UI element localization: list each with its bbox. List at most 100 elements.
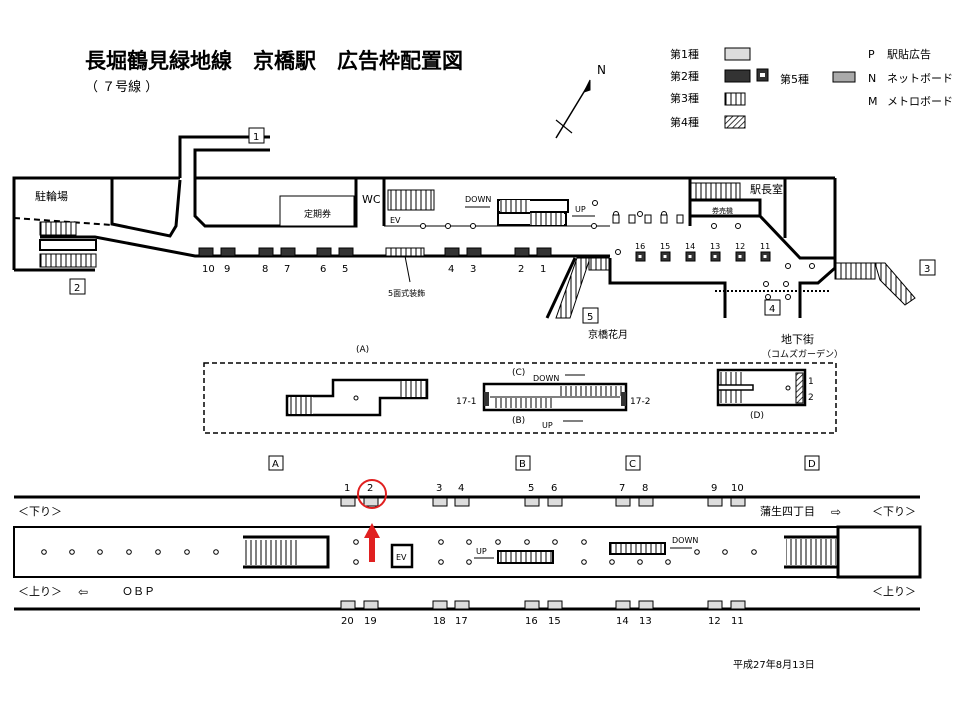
panel-7[interactable] bbox=[615, 497, 631, 507]
panel-9[interactable] bbox=[707, 497, 723, 507]
panel-10[interactable] bbox=[730, 497, 746, 507]
type3-panel-icon bbox=[724, 92, 746, 106]
panel-number: 5 bbox=[528, 483, 534, 494]
bench bbox=[694, 549, 700, 555]
down-left-label: ＜下り＞ bbox=[18, 505, 62, 518]
station-master-label: 駅長室 bbox=[750, 182, 783, 196]
comz-garden-label: （コムズガーデン） bbox=[762, 348, 843, 360]
pillar bbox=[765, 294, 771, 300]
type2-panel-icon bbox=[724, 69, 751, 83]
panel-number: 20 bbox=[341, 616, 354, 627]
left-arrow-icon: ⇦ bbox=[78, 585, 88, 599]
panel-2[interactable] bbox=[363, 497, 379, 507]
panel-3[interactable] bbox=[432, 497, 448, 507]
panel-4 bbox=[444, 247, 460, 257]
bench bbox=[69, 549, 75, 555]
panel-number: 8 bbox=[262, 264, 268, 275]
netboard-icon bbox=[832, 71, 856, 83]
ticket-gate bbox=[644, 214, 652, 224]
panel-number: 18 bbox=[433, 616, 446, 627]
panel-number: 4 bbox=[458, 483, 464, 494]
panel-6[interactable] bbox=[547, 497, 563, 507]
panel-11[interactable] bbox=[730, 600, 746, 610]
page-title: 長堀鶴見緑地線 京橋駅 広告枠配置図 bbox=[85, 49, 463, 73]
panel-number: 7 bbox=[619, 483, 625, 494]
bench bbox=[353, 539, 359, 545]
up-label: UP bbox=[575, 205, 586, 214]
inset-d2-label: 2 bbox=[808, 393, 814, 403]
panel-number: 9 bbox=[224, 264, 230, 275]
panel-8[interactable] bbox=[638, 497, 654, 507]
north-arrow-icon: N bbox=[555, 63, 606, 139]
bench bbox=[665, 559, 671, 565]
panel-1[interactable] bbox=[340, 497, 356, 507]
bench bbox=[466, 539, 472, 545]
panel-17[interactable] bbox=[454, 600, 470, 610]
panel-number: 11 bbox=[731, 616, 744, 627]
panel-7 bbox=[280, 247, 296, 257]
panel-number: 12 bbox=[735, 242, 745, 251]
panel-number: 5 bbox=[342, 264, 348, 275]
panel-number: 4 bbox=[448, 264, 454, 275]
panel-1 bbox=[536, 247, 552, 257]
ticket-gate bbox=[612, 214, 620, 224]
page-subtitle: （ ７号線 ） bbox=[85, 79, 158, 95]
section-label: A bbox=[272, 459, 279, 470]
legend-type3: 第3種 bbox=[670, 91, 699, 105]
bench bbox=[353, 559, 359, 565]
panel-4[interactable] bbox=[454, 497, 470, 507]
panel-number: 14 bbox=[685, 242, 695, 251]
section-label: C bbox=[629, 459, 636, 470]
legend-type1: 第1種 bbox=[670, 47, 699, 61]
panel-number: 12 bbox=[708, 616, 721, 627]
down-label: DOWN bbox=[465, 195, 491, 204]
bench bbox=[524, 539, 530, 545]
legend-type4: 第4種 bbox=[670, 115, 699, 129]
obp-label: ＯＢＰ bbox=[122, 585, 155, 598]
commuter-pass-office bbox=[279, 195, 355, 227]
panel-number: 3 bbox=[436, 483, 442, 494]
exit-5-label: 5 bbox=[587, 312, 593, 323]
bench bbox=[438, 559, 444, 565]
section-D-marker bbox=[804, 455, 820, 471]
bench bbox=[438, 539, 444, 545]
section-label: B bbox=[519, 459, 526, 470]
panel-6 bbox=[316, 247, 332, 257]
pillar bbox=[445, 223, 451, 229]
panel-16[interactable] bbox=[524, 600, 540, 610]
panel-number: 13 bbox=[639, 616, 652, 627]
gamo-yonchome-label: 蒲生四丁目 bbox=[760, 504, 815, 518]
panel-17-2-label: 17-2 bbox=[630, 397, 650, 407]
panel-20[interactable] bbox=[340, 600, 356, 610]
pillar bbox=[785, 263, 791, 269]
down-right-label: ＜下り＞ bbox=[872, 505, 916, 518]
pillar bbox=[763, 281, 769, 287]
panel-15[interactable] bbox=[547, 600, 563, 610]
exit-4-label: 4 bbox=[769, 304, 775, 315]
panel-number: 10 bbox=[202, 264, 215, 275]
inset-d-label: (D) bbox=[750, 411, 764, 421]
panel-5[interactable] bbox=[524, 497, 540, 507]
pillar bbox=[809, 263, 815, 269]
panel-number: 11 bbox=[760, 242, 770, 251]
stairs bbox=[387, 189, 435, 211]
panel-8 bbox=[258, 247, 274, 257]
panel-18[interactable] bbox=[432, 600, 448, 610]
panel-14[interactable] bbox=[615, 600, 631, 610]
concourse-plan: 定期券 WC EV DOWN UP 駅長室 券売機 駐輪場 5面式装飾 bbox=[12, 135, 916, 360]
up-left-label: ＜上り＞ bbox=[18, 585, 62, 598]
bench bbox=[213, 549, 219, 555]
bench bbox=[184, 549, 190, 555]
panel-19[interactable] bbox=[363, 600, 379, 610]
panel-number: 2 bbox=[518, 264, 524, 275]
inset-down-label: DOWN bbox=[533, 374, 559, 383]
pillar bbox=[785, 294, 791, 300]
panel-13[interactable] bbox=[638, 600, 654, 610]
platform-down-label: DOWN bbox=[672, 536, 698, 545]
bench bbox=[581, 539, 587, 545]
pillar bbox=[592, 200, 598, 206]
panel-number: 17 bbox=[455, 616, 468, 627]
legend-n-key: N bbox=[868, 72, 876, 85]
panel-12[interactable] bbox=[707, 600, 723, 610]
